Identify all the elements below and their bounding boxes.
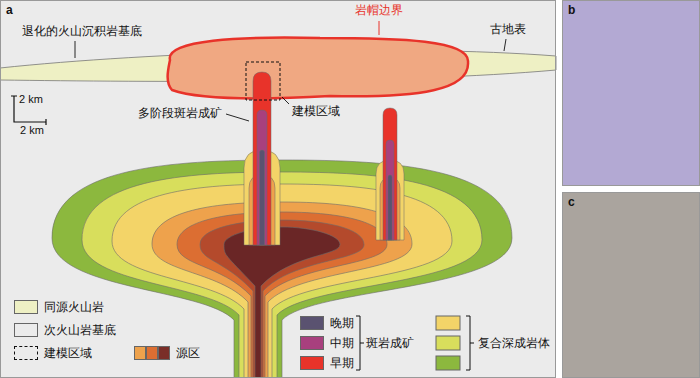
source-layer bbox=[152, 202, 412, 378]
legend-swatch bbox=[14, 323, 38, 337]
porphyry-stock bbox=[260, 150, 265, 245]
legend-label: 建模区域 bbox=[44, 346, 92, 360]
legend-bracket bbox=[356, 316, 364, 370]
panel: a bbox=[0, 0, 556, 378]
legend-swatch bbox=[300, 356, 324, 370]
legend-swatch bbox=[300, 336, 324, 350]
leader-line bbox=[379, 21, 380, 35]
leader-line bbox=[75, 41, 76, 58]
group-label: 复合深成岩体 bbox=[478, 336, 550, 350]
paleosurface-label: 古地表 bbox=[490, 22, 526, 36]
panel-letter: a bbox=[1, 1, 555, 19]
annotations bbox=[11, 21, 506, 370]
leader-line bbox=[282, 97, 289, 104]
legend-swatch bbox=[158, 346, 170, 360]
legend-entry: 中期 bbox=[300, 336, 354, 350]
legend-label: 次火山岩基底 bbox=[44, 323, 116, 337]
pluton-layer bbox=[82, 172, 482, 378]
legend-swatch bbox=[134, 346, 146, 360]
porphyry-stock bbox=[244, 150, 280, 245]
geology-shapes bbox=[0, 38, 556, 378]
porphyry-stock bbox=[257, 110, 267, 245]
legend-swatch-group bbox=[134, 346, 170, 360]
pluton-swatch bbox=[436, 356, 460, 370]
porphyry-stock bbox=[383, 108, 397, 240]
panel: b bbox=[562, 0, 700, 186]
source-layer bbox=[224, 227, 340, 378]
legend-entry: 晚期 bbox=[300, 316, 354, 330]
panel-letter: b bbox=[563, 1, 699, 19]
scale-label: 2 km bbox=[19, 93, 43, 106]
legend-bracket bbox=[466, 316, 474, 370]
legend-entry: 建模区域 bbox=[14, 346, 92, 360]
lithocap bbox=[168, 38, 468, 99]
legend-entry: 次火山岩基底 bbox=[14, 323, 116, 337]
porphyry-stock bbox=[386, 140, 394, 240]
panel: c bbox=[562, 192, 700, 378]
source-layer bbox=[200, 220, 364, 378]
legend-entry: 源区 bbox=[134, 346, 200, 360]
legend-label: 源区 bbox=[176, 346, 200, 360]
leader-line bbox=[226, 114, 249, 121]
pluton-layer bbox=[52, 160, 512, 378]
legend-entry: 早期 bbox=[300, 356, 354, 370]
legend-label: 同源火山岩 bbox=[44, 300, 104, 314]
model-region-label: 建模区域 bbox=[292, 104, 340, 118]
legend-label: 早期 bbox=[330, 356, 354, 370]
porphyry-stock bbox=[388, 175, 392, 240]
legend-label: 晚期 bbox=[330, 316, 354, 330]
panel-letter: c bbox=[563, 193, 699, 211]
scale-label: 2 km bbox=[20, 124, 44, 137]
group-label: 斑岩成矿 bbox=[366, 336, 414, 350]
legend-swatch bbox=[14, 300, 38, 314]
subvolcanic-basement bbox=[0, 0, 556, 378]
source-layer bbox=[177, 212, 387, 378]
lithocap-label: 岩帽边界 bbox=[355, 3, 403, 17]
leader-line bbox=[504, 39, 506, 51]
basement-label: 退化的火山沉积岩基底 bbox=[22, 24, 142, 38]
legend-label: 中期 bbox=[330, 336, 354, 350]
model-region-box bbox=[246, 62, 280, 100]
pluton-swatch bbox=[436, 336, 460, 350]
pluton-swatch bbox=[436, 316, 460, 330]
legend-swatch bbox=[300, 316, 324, 330]
legend-swatch bbox=[146, 346, 158, 360]
porphyry-stock bbox=[253, 72, 271, 245]
mineralization-label: 多阶段斑岩成矿 bbox=[138, 106, 222, 120]
legend-dashed-box bbox=[14, 346, 38, 360]
legend-entry: 同源火山岩 bbox=[14, 300, 104, 314]
